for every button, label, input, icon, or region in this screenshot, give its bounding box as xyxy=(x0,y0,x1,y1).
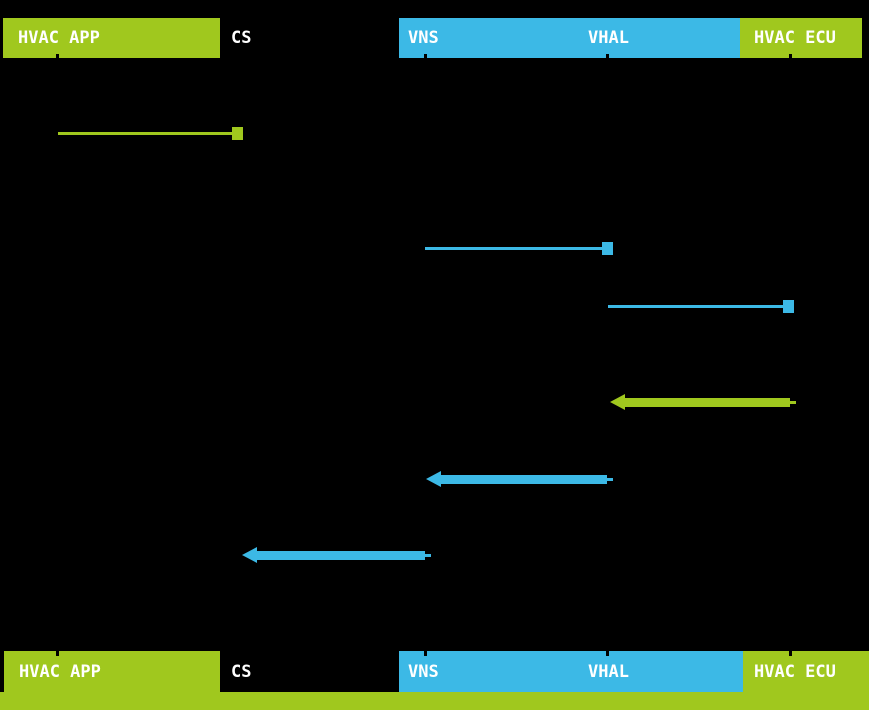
participant-box-hvac-app-bottom: HVAC APP xyxy=(4,651,220,692)
message-arrow-4-arrowhead xyxy=(610,394,625,410)
message-arrow-1-square-head xyxy=(232,127,243,140)
participant-box-cs-bottom: CS xyxy=(220,651,399,692)
message-arrow-6-tail-nub xyxy=(425,554,431,557)
participant-label-vhal: VHAL xyxy=(588,28,629,48)
participant-label-hvac-ecu: HVAC ECU xyxy=(754,28,836,48)
participant-label-hvac-app: HVAC APP xyxy=(18,28,100,48)
message-arrow-3-square-head xyxy=(783,300,794,313)
bottom-green-strip xyxy=(0,692,869,710)
participant-label-vhal: VHAL xyxy=(588,661,629,682)
participant-box-hvac-app-top: HVAC APP xyxy=(3,18,220,58)
message-arrow-6-arrowhead xyxy=(242,547,257,563)
participant-label-hvac-app: HVAC APP xyxy=(19,661,101,682)
message-arrow-1-line xyxy=(58,132,237,135)
message-arrow-2-line xyxy=(425,247,607,250)
lifeline-hvac-app xyxy=(56,54,59,656)
participant-label-cs: CS xyxy=(231,661,252,682)
message-arrow-4-tail-nub xyxy=(790,401,796,404)
participant-label-cs: CS xyxy=(231,28,252,48)
message-arrow-4-body xyxy=(624,398,790,407)
participant-label-hvac-ecu: HVAC ECU xyxy=(754,661,836,682)
lifeline-vns xyxy=(424,54,427,656)
lifeline-hvac-ecu xyxy=(789,54,792,656)
participant-label-vns: VNS xyxy=(408,28,439,48)
participant-box-cs-top: CS xyxy=(220,18,399,58)
message-arrow-2-square-head xyxy=(602,242,613,255)
lifeline-cs xyxy=(236,54,239,656)
message-arrow-5-tail-nub xyxy=(607,478,613,481)
message-arrow-5-body xyxy=(440,475,607,484)
participant-box-vns-vhal-top: VNS VHAL xyxy=(399,18,740,58)
message-arrow-5-arrowhead xyxy=(426,471,441,487)
lifeline-vhal xyxy=(606,54,609,656)
participant-label-vns: VNS xyxy=(408,661,439,682)
participant-box-hvac-ecu-bottom: HVAC ECU xyxy=(743,651,869,692)
message-arrow-6-body xyxy=(256,551,425,560)
participant-box-hvac-ecu-top: HVAC ECU xyxy=(740,18,862,58)
participant-box-vns-vhal-bottom: VNS VHAL xyxy=(399,651,743,692)
message-arrow-3-line xyxy=(608,305,788,308)
